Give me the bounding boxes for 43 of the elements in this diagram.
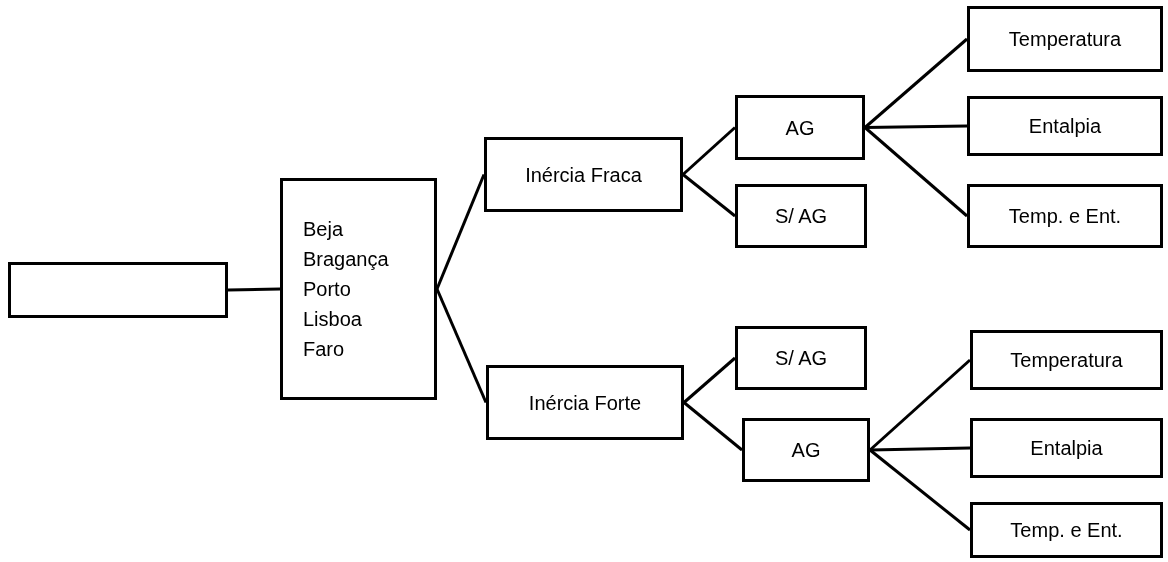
node-label: Inércia Fraca (525, 162, 642, 188)
process-box (735, 95, 865, 160)
connector-line (227, 287, 281, 292)
process-box (970, 418, 1163, 478)
node-label: Bragança (303, 247, 389, 272)
connector-line (683, 401, 743, 452)
process-box (280, 178, 437, 400)
connector-line (869, 448, 971, 532)
connector-line (869, 446, 971, 452)
process-box (967, 96, 1163, 156)
process-box (967, 6, 1163, 72)
node-label: Faro (303, 337, 345, 362)
connector-line (435, 288, 488, 404)
connector-line (864, 37, 968, 129)
node-label: Lisboa (303, 307, 362, 332)
process-box (486, 365, 684, 440)
connector-line (683, 356, 736, 404)
process-box (735, 326, 867, 390)
node-label: Porto (303, 277, 351, 302)
process-box (742, 418, 870, 482)
connector-line (682, 126, 736, 176)
connector-line (864, 126, 968, 218)
connector-line (682, 173, 736, 218)
process-box (970, 330, 1163, 390)
node-label: Temp. e Ent. (1010, 518, 1123, 543)
connector-line (864, 124, 968, 129)
node-label: Temperatura (1008, 27, 1122, 52)
process-box (484, 137, 683, 212)
node-label: Temp. e Ent. (1008, 204, 1122, 229)
connector-line (435, 173, 486, 290)
node-label: AG (791, 438, 821, 463)
node-label: AG (785, 115, 815, 141)
node-label: S/ AG (774, 204, 828, 229)
process-box (735, 184, 867, 248)
node-label: Entalpia (1030, 436, 1103, 461)
node-label: Entalpia (1028, 114, 1102, 139)
node-label: Temperatura (1010, 348, 1123, 373)
node-label: Inércia Forte (528, 390, 642, 416)
process-box (8, 262, 228, 318)
node-label: S/ AG (774, 346, 828, 371)
node-label: Beja (303, 217, 344, 242)
process-box (967, 184, 1163, 248)
process-box (970, 502, 1163, 558)
